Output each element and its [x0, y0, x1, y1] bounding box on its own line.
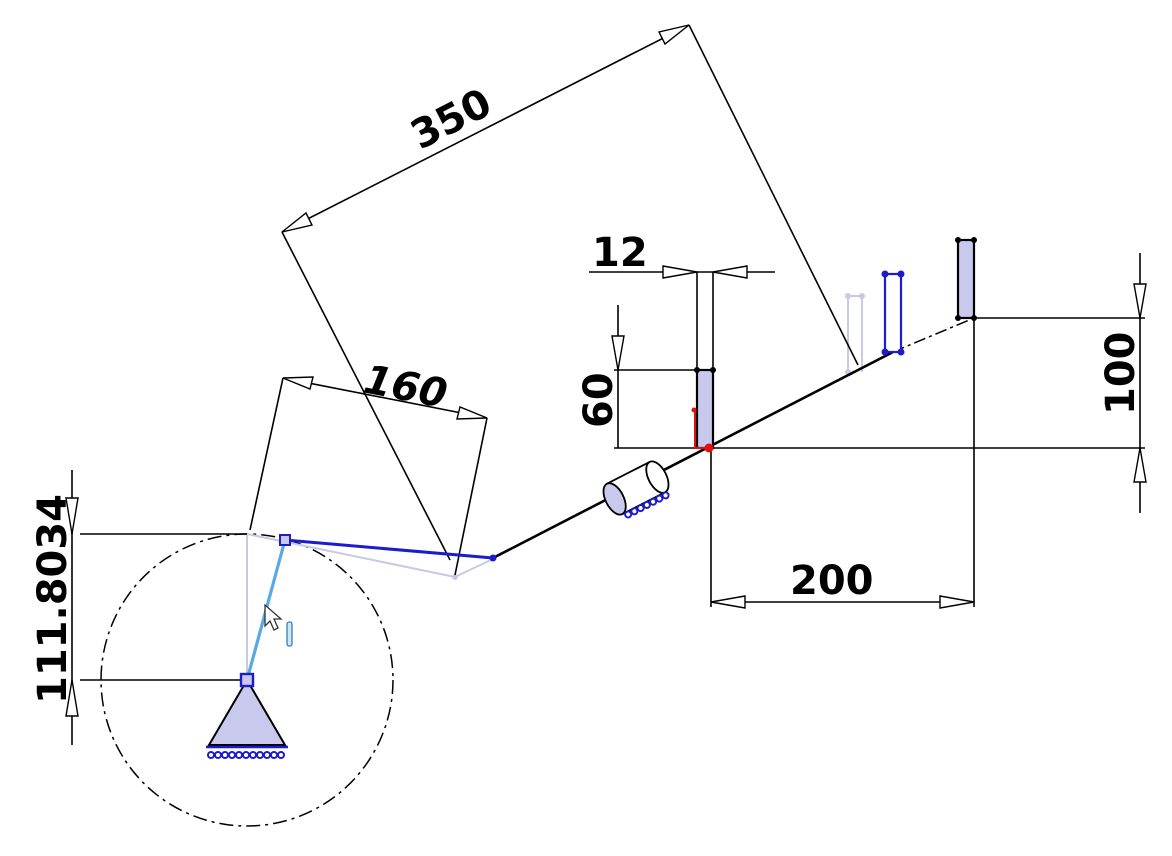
ground-support[interactable]: [206, 672, 288, 759]
coupler-link[interactable]: [284, 538, 494, 560]
dimension-200-text[interactable]: 200: [790, 558, 874, 604]
crank-end-point[interactable]: [279, 534, 291, 546]
rail-line[interactable]: [492, 350, 894, 560]
dimension-arrows: [65, 24, 1147, 717]
dimension-350-text[interactable]: 350: [404, 80, 499, 159]
slider-block[interactable]: [694, 367, 716, 450]
spring-cylinder[interactable]: [599, 458, 676, 524]
fix-constraint-marker: [691, 407, 714, 453]
dimension-111-text[interactable]: 111.8034: [30, 494, 76, 704]
spring-coil-icon: [624, 491, 670, 519]
arrow-pointer-icon: [264, 603, 293, 647]
extension-lines: [80, 24, 1145, 681]
coupler-end-point[interactable]: [489, 554, 497, 562]
dimension-60-text[interactable]: 60: [576, 372, 622, 428]
dimension-160-text[interactable]: 160: [360, 357, 451, 418]
pivot-point[interactable]: [239, 672, 255, 688]
dimension-100-text[interactable]: 100: [1098, 332, 1144, 416]
dimension-12-text[interactable]: 12: [592, 230, 648, 276]
ground-hatch-icon: [207, 751, 285, 759]
moving-slider[interactable]: [881, 270, 905, 356]
end-block[interactable]: [955, 237, 977, 321]
ghost-linkage: [246, 293, 865, 680]
rail-centerline[interactable]: [892, 317, 975, 353]
